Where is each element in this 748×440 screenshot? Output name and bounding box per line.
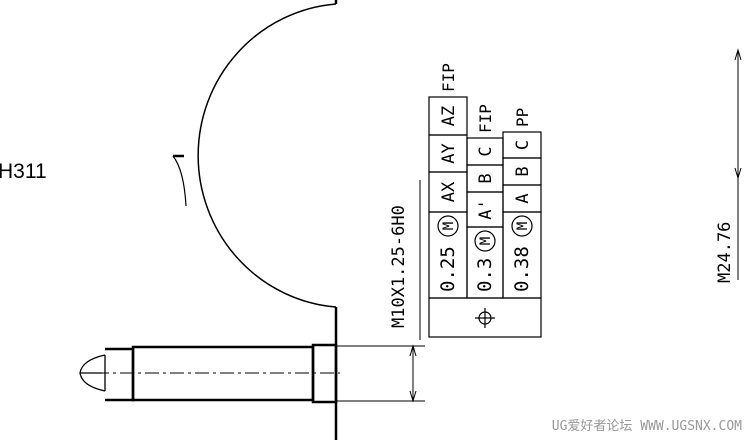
datum-ref: C [476,146,496,156]
part-label: H311 [0,160,47,183]
tolerance-type: FIP [439,63,458,92]
right-dimension [734,48,742,280]
mmc-modifier: M [441,222,457,230]
tolerance-value: 0.38 [511,246,533,292]
datum-ref: AZ [439,106,459,126]
pin-diameter-dimension [337,180,425,403]
tolerance-value: 0.25 [437,246,459,292]
tolerance-type: PP [513,108,532,127]
datum-ref: A' [476,199,496,219]
mmc-modifier: M [515,222,531,230]
mmc-modifier-icon [437,215,459,237]
datum-ref: AX [439,181,459,202]
datum-ref: AY [439,143,459,163]
mmc-modifier: M [478,237,494,245]
tolerance-type: FIP [476,104,495,133]
housing-outline [172,0,338,440]
thread-spec: M10X1.25-6H0 [389,205,409,328]
feature-control-frame: AZ AY AX 0.25 M FIP C B A' 0.3 M FIP C B A 0.38 M PP [428,63,542,338]
watermark: UG爱好者论坛 WWW.UGSNX.COM [551,419,742,434]
datum-ref: B [476,173,496,183]
mmc-modifier-icon [511,215,533,237]
datum-ref: A [513,193,533,203]
datum-ref: B [513,166,533,176]
mmc-modifier-icon [474,230,496,252]
datum-ref: C [513,140,533,150]
tolerance-value: 0.3 [474,258,496,292]
locating-pin [79,343,340,404]
dimension-label: M24.76 [715,222,735,283]
position-symbol-cell [428,297,542,338]
